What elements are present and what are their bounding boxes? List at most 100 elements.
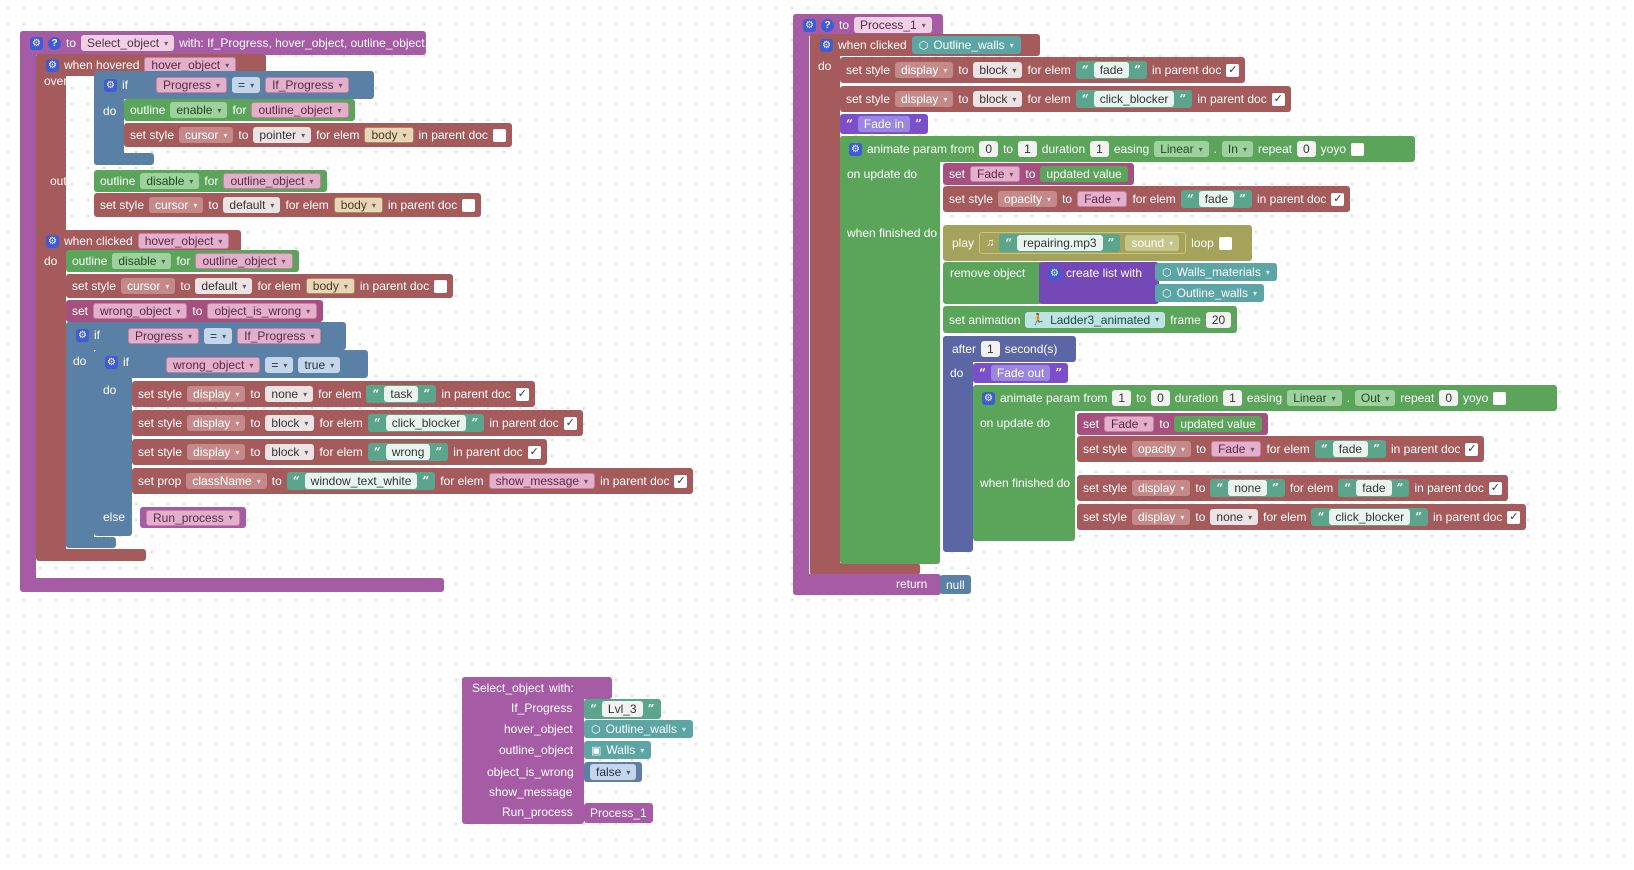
ease-direction-dropdown[interactable]: Out: [1354, 390, 1396, 406]
wrong-object-var[interactable]: wrong_object: [166, 357, 261, 373]
after-seconds-value[interactable]: 1: [981, 341, 1000, 357]
set-style-opacity-block[interactable]: set style opacity to Fade for elem “fade…: [1077, 436, 1485, 462]
to-value[interactable]: 1: [1018, 141, 1037, 157]
fade-text-block[interactable]: “fade”: [1338, 479, 1410, 497]
return-block[interactable]: [793, 574, 941, 595]
outline-object-var[interactable]: outline_object: [251, 102, 349, 118]
fade-var[interactable]: Fade: [970, 166, 1021, 182]
click-blocker-text-block[interactable]: “click_blocker”: [367, 414, 485, 432]
opacity-dropdown[interactable]: opacity: [1132, 441, 1192, 457]
none-dropdown[interactable]: none: [1210, 509, 1259, 525]
fade-out-label-block[interactable]: “ Fade out ”: [973, 363, 1069, 383]
outline-disable-block[interactable]: outline disable for outline_object: [94, 170, 327, 192]
default-dropdown[interactable]: default: [223, 197, 281, 213]
in-parent-doc-checkbox[interactable]: ✓: [1465, 442, 1479, 456]
process-1-call-block[interactable]: Process_1: [584, 803, 653, 823]
enable-dropdown[interactable]: enable: [170, 102, 228, 118]
set-style-cursor-default-block-2[interactable]: set style cursor to default for elem bod…: [66, 274, 454, 298]
cursor-dropdown[interactable]: cursor: [179, 127, 234, 143]
display-dropdown[interactable]: display: [1132, 509, 1191, 525]
display-dropdown[interactable]: display: [1132, 480, 1191, 496]
in-parent-doc-checkbox[interactable]: ✓: [1271, 92, 1285, 106]
display-dropdown[interactable]: display: [187, 415, 246, 431]
click-blocker-text-block[interactable]: “click_blocker”: [1075, 90, 1193, 108]
compare-block[interactable]: wrong_object = true: [160, 355, 347, 375]
yoyo-checkbox[interactable]: [1351, 142, 1365, 156]
in-parent-doc-checkbox[interactable]: [434, 279, 448, 293]
set-style-display-fade-block[interactable]: set style display to block for elem “fad…: [840, 57, 1246, 83]
opacity-dropdown[interactable]: opacity: [998, 191, 1058, 207]
in-parent-doc-checkbox[interactable]: [462, 198, 476, 212]
help-icon[interactable]: ?: [821, 18, 834, 32]
walls-materials-object[interactable]: ⬡Walls_materials▾: [1155, 263, 1277, 281]
body-dropdown[interactable]: body: [333, 197, 383, 213]
none-text-block[interactable]: “none”: [1210, 479, 1285, 497]
duration-value[interactable]: 1: [1090, 141, 1109, 157]
hover-object-var[interactable]: hover_object: [137, 233, 230, 249]
fade-var[interactable]: Fade: [1211, 441, 1262, 457]
fade-var[interactable]: Fade: [1077, 191, 1128, 207]
block-dropdown[interactable]: block: [265, 415, 315, 431]
set-style-display-task-block[interactable]: set style display to none for elem “task…: [132, 381, 535, 407]
updated-value-block[interactable]: updated value: [1040, 166, 1128, 182]
set-style-display-click-blocker-block[interactable]: set style display to block for elem “cli…: [132, 410, 583, 436]
fade-out-field[interactable]: Fade out: [990, 365, 1051, 381]
compare-block[interactable]: Progress = If_Progress: [150, 75, 356, 95]
in-parent-doc-checkbox[interactable]: [492, 128, 506, 142]
in-parent-doc-checkbox[interactable]: ✓: [563, 416, 577, 430]
in-parent-doc-checkbox[interactable]: ✓: [515, 387, 529, 401]
set-style-display-click-blocker-block[interactable]: set style display to block for elem “cli…: [840, 86, 1291, 112]
run-process-var[interactable]: Run_process: [146, 509, 240, 526]
repeat-value[interactable]: 0: [1296, 141, 1316, 157]
if-progress-var[interactable]: If_Progress: [265, 77, 350, 93]
in-parent-doc-checkbox[interactable]: ✓: [1507, 510, 1521, 524]
gear-icon[interactable]: ⚙: [105, 355, 118, 369]
set-style-display-none-click-blocker-block[interactable]: set style display to none for elem “clic…: [1077, 504, 1527, 530]
to-value[interactable]: 0: [1151, 390, 1170, 406]
body-dropdown[interactable]: body: [305, 278, 355, 294]
fade-in-label-block[interactable]: “ Fade in ”: [840, 114, 928, 134]
set-wrong-object-block[interactable]: set wrong_object to object_is_wrong: [66, 300, 324, 322]
easing-dropdown[interactable]: Linear: [1154, 141, 1209, 157]
click-blocker-text-block[interactable]: “click_blocker”: [1311, 508, 1428, 526]
in-parent-doc-checkbox[interactable]: ✓: [674, 474, 688, 488]
block-dropdown[interactable]: block: [265, 444, 315, 460]
set-fade-block[interactable]: set Fade to updated value: [943, 163, 1134, 185]
fade-var[interactable]: Fade: [1104, 416, 1155, 432]
set-animation-block[interactable]: set animation 🏃Ladder3_animated frame 20: [943, 306, 1238, 333]
loop-checkbox[interactable]: [1218, 236, 1232, 250]
in-parent-doc-checkbox[interactable]: ✓: [527, 445, 541, 459]
if-progress-var[interactable]: If_Progress: [237, 328, 322, 344]
fade-text-block[interactable]: “fade”: [1075, 61, 1147, 79]
lvl-3-text-block[interactable]: “Lvl_3”: [584, 699, 661, 719]
equals-operator[interactable]: =: [204, 328, 233, 344]
set-fade-block[interactable]: set Fade to updated value: [1077, 413, 1268, 435]
window-text-white-text-block[interactable]: “window_text_white”: [286, 472, 436, 490]
gear-icon[interactable]: ⚙: [820, 38, 833, 52]
outline-object-var[interactable]: outline_object: [195, 253, 293, 269]
outline-disable-block-2[interactable]: outline disable for outline_object: [66, 250, 299, 272]
cursor-dropdown[interactable]: cursor: [149, 197, 204, 213]
set-prop-classname-block[interactable]: set prop className to “window_text_white…: [132, 468, 694, 494]
block-dropdown[interactable]: block: [973, 62, 1023, 78]
display-dropdown[interactable]: display: [895, 62, 954, 78]
wrong-object-var[interactable]: wrong_object: [93, 303, 188, 319]
gear-icon[interactable]: ⚙: [46, 58, 59, 72]
gear-icon[interactable]: ⚙: [104, 78, 117, 92]
wrong-text-block[interactable]: “wrong”: [367, 443, 449, 461]
display-dropdown[interactable]: display: [895, 91, 954, 107]
yoyo-checkbox[interactable]: [1493, 391, 1507, 405]
cursor-dropdown[interactable]: cursor: [121, 278, 176, 294]
in-parent-doc-checkbox[interactable]: ✓: [1488, 481, 1502, 495]
compare-block[interactable]: Progress = If_Progress: [122, 326, 328, 346]
show-message-var[interactable]: show_message: [488, 473, 596, 489]
false-block[interactable]: false: [584, 762, 643, 782]
true-dropdown[interactable]: true: [298, 357, 341, 373]
in-parent-doc-checkbox[interactable]: ✓: [1226, 63, 1240, 77]
task-text-block[interactable]: “task”: [366, 385, 437, 403]
display-dropdown[interactable]: display: [187, 386, 246, 402]
duration-value[interactable]: 1: [1223, 390, 1242, 406]
repeat-value[interactable]: 0: [1439, 390, 1458, 406]
updated-value-block[interactable]: updated value: [1174, 416, 1262, 432]
outline-walls-object[interactable]: ⬡Outline_walls▾: [1155, 284, 1264, 302]
